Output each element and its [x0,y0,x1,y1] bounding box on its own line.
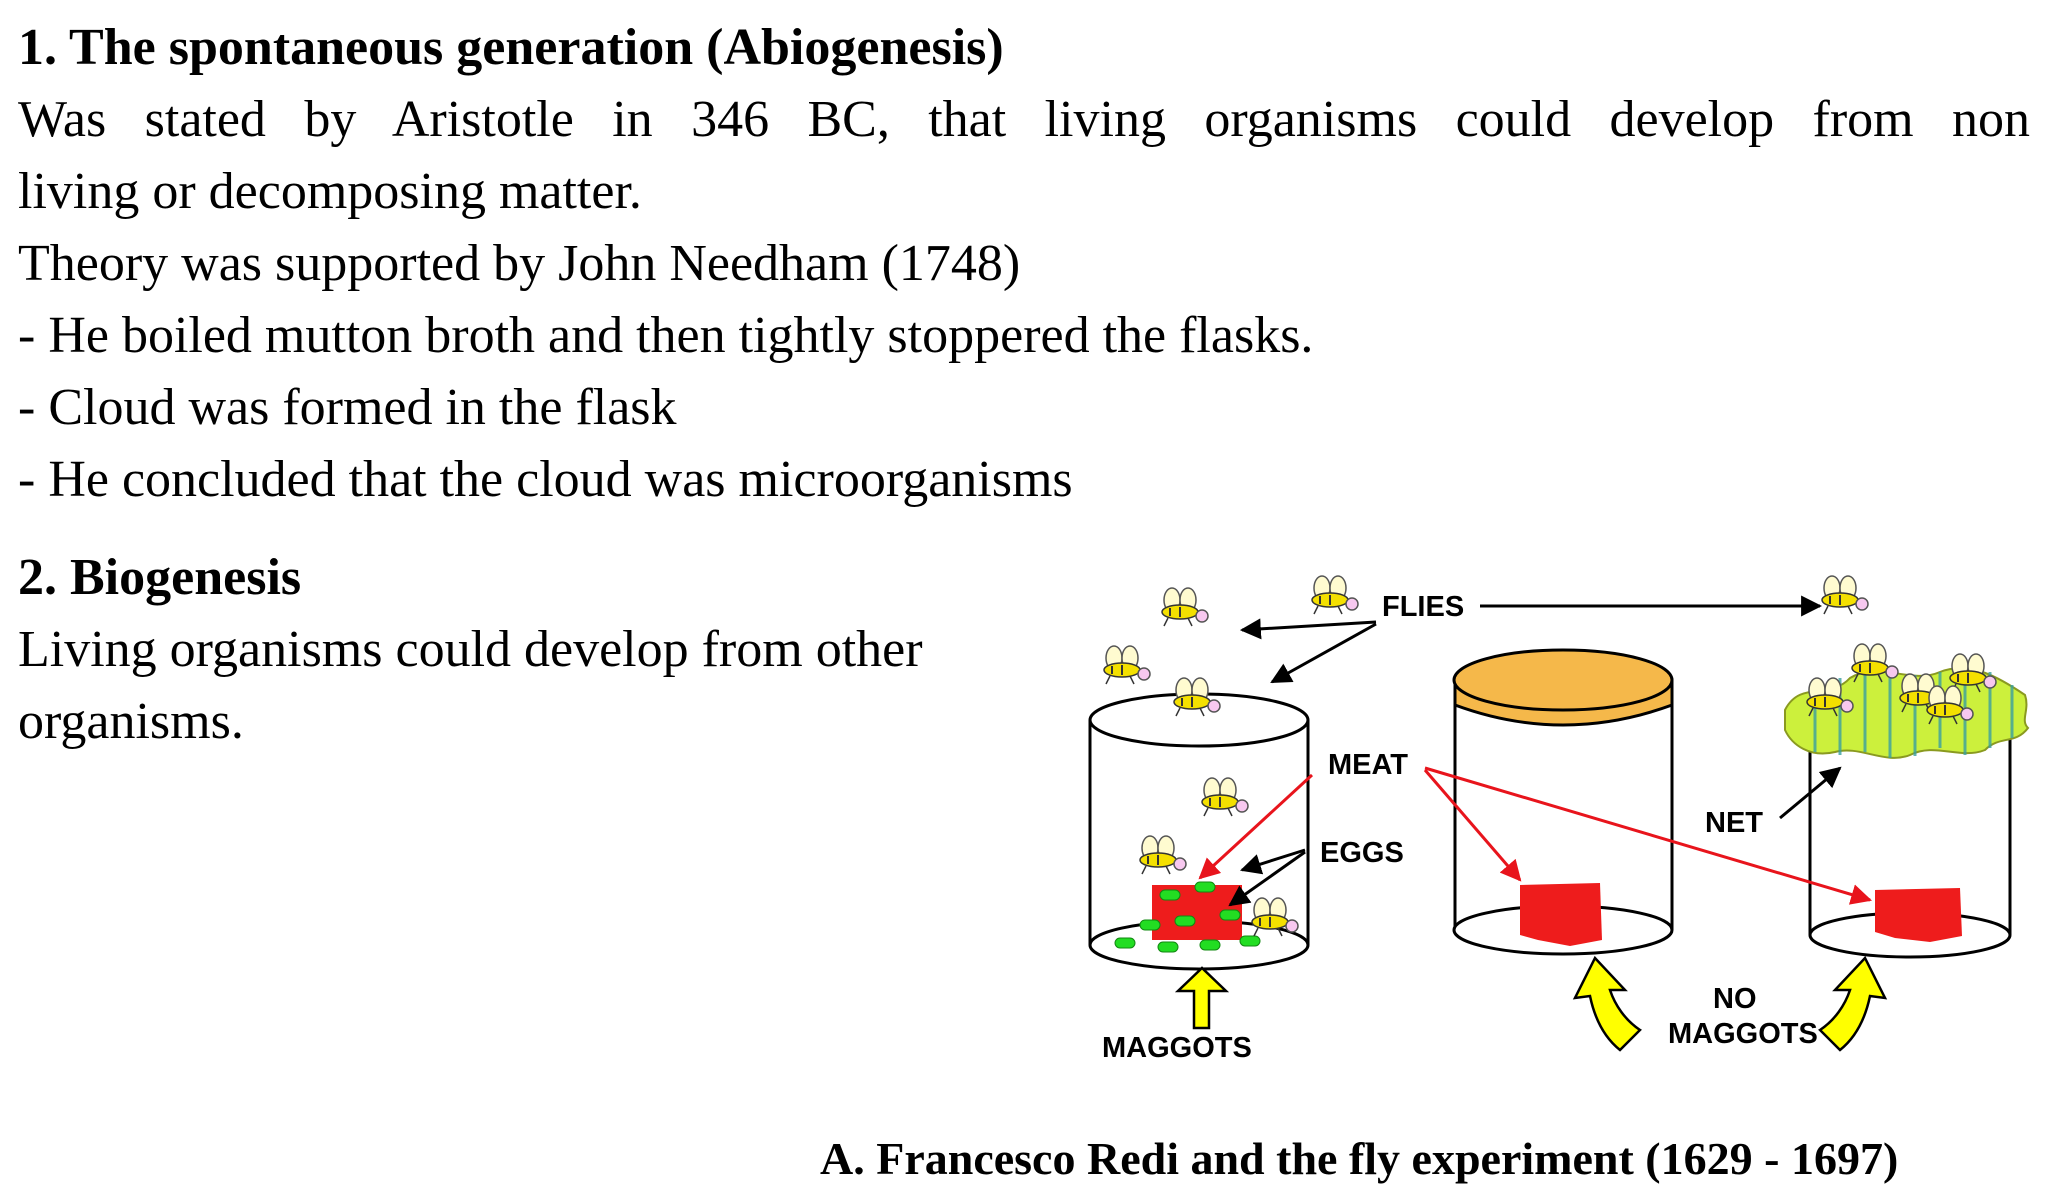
label-net: NET [1705,807,1763,839]
section2-heading: 2. Biogenesis [18,549,302,606]
label-no: NO [1713,983,1757,1015]
no-maggots-arrow-left [1572,955,1642,1052]
open-jar [1088,692,1310,971]
figure-caption: A. Francesco Redi and the fly experiment… [820,1133,1899,1184]
section1-bullet1: - He boiled mutton broth and then tightl… [18,307,1314,364]
section1-line3: Theory was supported by John Needham (17… [18,235,1021,292]
no-maggots-arrow-right [1818,955,1888,1052]
section1-line1: Was stated by Aristotle in 346 BC, that … [18,91,2030,148]
section1-heading: 1. The spontaneous generation (Abiogenes… [18,19,1004,76]
label-eggs: EGGS [1320,837,1404,869]
label-meat: MEAT [1328,749,1408,781]
meat-sealed-jar [1520,883,1602,946]
section1-line2: living or decomposing matter. [18,163,642,220]
maggots-up-arrow [1174,966,1230,1030]
meat-net-jar [1875,888,1962,942]
section1-bullet2: - Cloud was formed in the flask [18,379,677,436]
eggs [1114,881,1261,953]
label-maggots: MAGGOTS [1102,1032,1252,1064]
redi-experiment-diagram: FLIES MEAT EGGS NET MAGGOTS NO MAGGOTS [1088,575,2030,1064]
sealed-jar [1452,648,1674,956]
section2-line2: organisms. [18,693,244,750]
section1-bullet3: - He concluded that the cloud was microo… [18,451,1073,508]
section2-line1: Living organisms could develop from othe… [18,621,923,678]
label-flies: FLIES [1382,591,1464,623]
label-no-maggots: MAGGOTS [1668,1018,1818,1050]
flies [1103,575,1997,937]
net-covered-jar [1784,666,2030,959]
